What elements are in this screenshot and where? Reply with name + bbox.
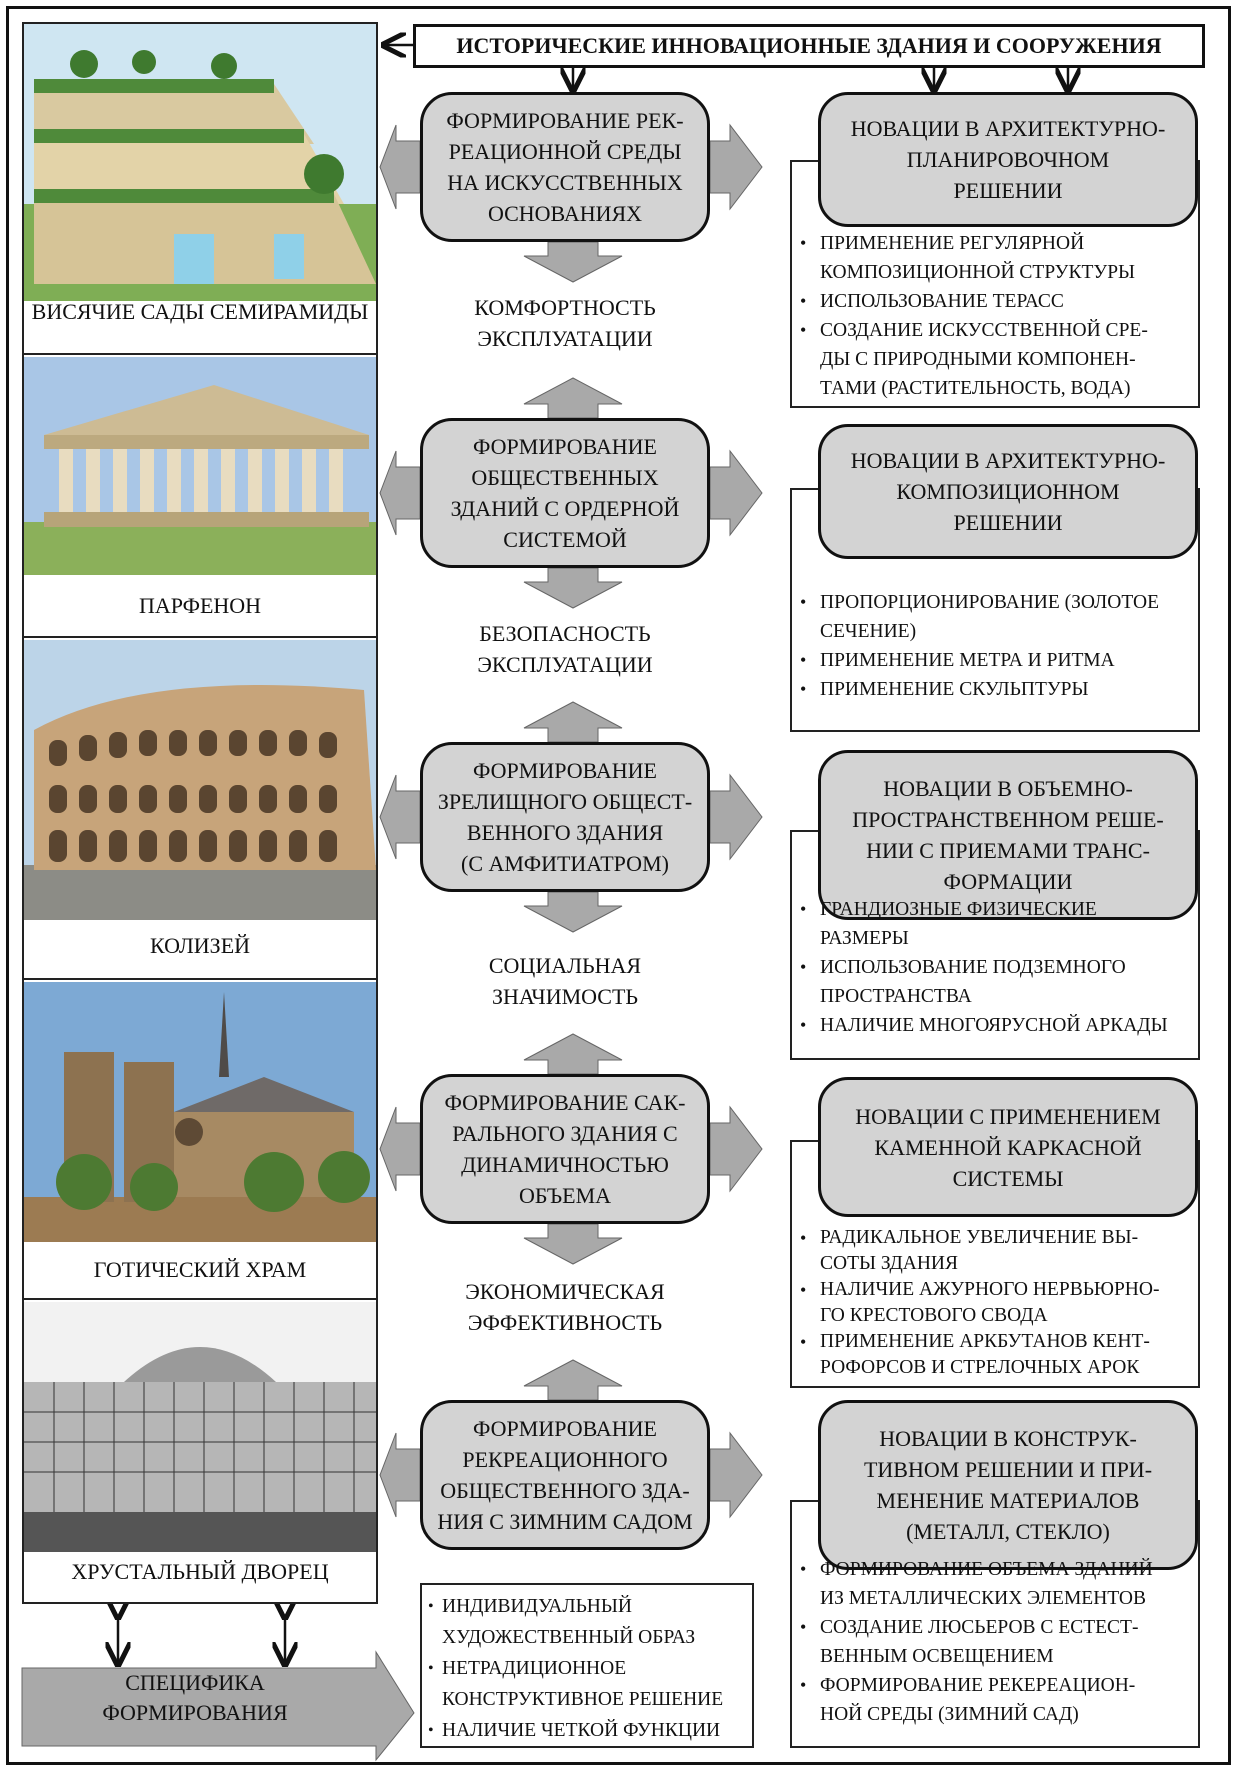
specifics-list: ИНДИВИДУАЛЬНЫЙ ХУДОЖЕСТВЕННЫЙ ОБРАЗ НЕТР… bbox=[428, 1591, 754, 1746]
side-arrow-left bbox=[379, 1432, 421, 1518]
divider-1 bbox=[22, 353, 378, 355]
side-arrow-right bbox=[709, 773, 763, 861]
innovation-item: РАДИКАЛЬНОЕ УВЕЛИЧЕНИЕ ВЫ- СОТЫ ЗДАНИЯ bbox=[798, 1225, 1198, 1277]
gothic-cathedral-image bbox=[24, 982, 376, 1242]
caption-hanging-gardens: ВИСЯЧИЕ САДЫ СЕМИРАМИДЫ bbox=[31, 299, 369, 324]
innovation-item: ПРИМЕНЕНИЕ МЕТРА И РИТМА bbox=[798, 646, 1198, 675]
specifics-item: ИНДИВИДУАЛЬНЫЙ ХУДОЖЕСТВЕННЫЙ ОБРАЗ bbox=[428, 1591, 754, 1653]
side-arrow-left bbox=[379, 1106, 421, 1192]
down-block-arrow bbox=[523, 891, 623, 933]
specifics-label: СПЕЦИФИКА ФОРМИРОВАНИЯ bbox=[102, 1670, 288, 1725]
crystal-palace-image bbox=[24, 1302, 376, 1552]
innovation-item: СОЗДАНИЕ ИСКУССТВЕННОЙ СРЕ- ДЫ С ПРИРОДН… bbox=[798, 316, 1198, 403]
benefit-label-1: КОМФОРТНОСТЬ ЭКСПЛУАТАЦИИ bbox=[474, 295, 656, 351]
benefit-label-3: СОЦИАЛЬНАЯ ЗНАЧИМОСТЬ bbox=[488, 953, 642, 1009]
innovation-item: НАЛИЧИЕ МНОГОЯРУСНОЙ АРКАДЫ bbox=[798, 1011, 1198, 1040]
side-arrow-left bbox=[379, 450, 421, 536]
innovation-list-5: ФОРМИРОВАНИЕ ОБЪЕМА ЗДАНИЙ ИЗ МЕТАЛЛИЧЕС… bbox=[798, 1555, 1198, 1729]
divider-4 bbox=[22, 1298, 378, 1300]
side-arrow-right bbox=[709, 123, 763, 211]
caption-parthenon: ПАРФЕНОН bbox=[138, 593, 262, 618]
diagram-title: ИСТОРИЧЕСКИЕ ИННОВАЦИОННЫЕ ЗДАНИЯ И СООР… bbox=[413, 24, 1205, 68]
formation-pill-3: ФОРМИРОВАНИЕ ЗРЕЛИЩНОГО ОБЩЕСТ- ВЕННОГО … bbox=[420, 742, 710, 892]
innovation-item: ПРИМЕНЕНИЕ СКУЛЬПТУРЫ bbox=[798, 675, 1198, 704]
parthenon-image bbox=[24, 357, 376, 575]
up-block-arrow bbox=[523, 701, 623, 743]
innovation-item: ИСПОЛЬЗОВАНИЕ ПОДЗЕМНОГО ПРОСТРАНСТВА bbox=[798, 953, 1198, 1011]
hanging-gardens-image bbox=[24, 24, 376, 301]
innovation-title-5: НОВАЦИИ В КОНСТРУК- ТИВНОМ РЕШЕНИИ И ПРИ… bbox=[818, 1400, 1198, 1570]
innovation-title-2: НОВАЦИИ В АРХИТЕКТУРНО- КОМПОЗИЦИОННОМ Р… bbox=[818, 424, 1198, 559]
innovation-title-4: НОВАЦИИ С ПРИМЕНЕНИЕМ КАМЕННОЙ КАРКАСНОЙ… bbox=[818, 1077, 1198, 1217]
side-arrow-right bbox=[709, 1105, 763, 1193]
innovation-list-1: ПРИМЕНЕНИЕ РЕГУЛЯРНОЙ КОМПОЗИЦИОННОЙ СТР… bbox=[798, 229, 1198, 403]
caption-crystal-palace: ХРУСТАЛЬНЫЙ ДВОРЕЦ bbox=[71, 1559, 329, 1584]
innovation-item: ПРИМЕНЕНИЕ РЕГУЛЯРНОЙ КОМПОЗИЦИОННОЙ СТР… bbox=[798, 229, 1198, 287]
diagram-frame bbox=[6, 6, 1231, 1765]
specifics-item: НАЛИЧИЕ ЧЕТКОЙ ФУНКЦИИ bbox=[428, 1715, 754, 1746]
formation-pill-1: ФОРМИРОВАНИЕ РЕК- РЕАЦИОННОЙ СРЕДЫ НА ИС… bbox=[420, 92, 710, 242]
innovation-list-4: РАДИКАЛЬНОЕ УВЕЛИЧЕНИЕ ВЫ- СОТЫ ЗДАНИЯ Н… bbox=[798, 1225, 1198, 1381]
specifics-arrow bbox=[21, 1650, 415, 1762]
innovation-item: ФОРМИРОВАНИЕ РЕКЕРЕАЦИОН- НОЙ СРЕДЫ (ЗИМ… bbox=[798, 1671, 1198, 1729]
benefit-label-4: ЭКОНОМИЧЕСКАЯ ЭФФЕКТИВНОСТЬ bbox=[465, 1279, 665, 1335]
innovation-item: ГРАНДИОЗНЫЕ ФИЗИЧЕСКИЕ РАЗМЕРЫ bbox=[798, 895, 1198, 953]
colosseum-image bbox=[24, 640, 376, 920]
innovation-item: ПРОПОРЦИОНИРОВАНИЕ (ЗОЛОТОЕ СЕЧЕНИЕ) bbox=[798, 588, 1198, 646]
down-block-arrow bbox=[523, 1223, 623, 1265]
up-block-arrow bbox=[523, 377, 623, 419]
innovation-item: ФОРМИРОВАНИЕ ОБЪЕМА ЗДАНИЙ ИЗ МЕТАЛЛИЧЕС… bbox=[798, 1555, 1198, 1613]
side-arrow-left bbox=[379, 774, 421, 860]
up-block-arrow bbox=[523, 1359, 623, 1401]
divider-3 bbox=[22, 978, 378, 980]
innovation-list-2: ПРОПОРЦИОНИРОВАНИЕ (ЗОЛОТОЕ СЕЧЕНИЕ) ПРИ… bbox=[798, 588, 1198, 704]
benefit-label-2: БЕЗОПАСНОСТЬ ЭКСПЛУАТАЦИИ bbox=[477, 621, 653, 677]
innovation-item: ИСПОЛЬЗОВАНИЕ ТЕРАСС bbox=[798, 287, 1198, 316]
formation-pill-4: ФОРМИРОВАНИЕ САК- РАЛЬНОГО ЗДАНИЯ С ДИНА… bbox=[420, 1074, 710, 1224]
divider-2 bbox=[22, 636, 378, 638]
specifics-item: НЕТРАДИЦИОННОЕ КОНСТРУКТИВНОЕ РЕШЕНИЕ bbox=[428, 1653, 754, 1715]
formation-pill-5: ФОРМИРОВАНИЕ РЕКРЕАЦИОННОГО ОБЩЕСТВЕННОГ… bbox=[420, 1400, 710, 1550]
side-arrow-left bbox=[379, 124, 421, 210]
specifics-list-box: ИНДИВИДУАЛЬНЫЙ ХУДОЖЕСТВЕННЫЙ ОБРАЗ НЕТР… bbox=[420, 1583, 754, 1748]
side-arrow-right bbox=[709, 449, 763, 537]
innovation-list-3: ГРАНДИОЗНЫЕ ФИЗИЧЕСКИЕ РАЗМЕРЫ ИСПОЛЬЗОВ… bbox=[798, 895, 1198, 1040]
innovation-item: НАЛИЧИЕ АЖУРНОГО НЕРВЬЮРНО- ГО КРЕСТОВОГ… bbox=[798, 1277, 1198, 1329]
caption-gothic-cathedral: ГОТИЧЕСКИЙ ХРАМ bbox=[93, 1257, 307, 1282]
innovation-title-1: НОВАЦИИ В АРХИТЕКТУРНО- ПЛАНИРОВОЧНОМ РЕ… bbox=[818, 92, 1198, 227]
formation-pill-2: ФОРМИРОВАНИЕ ОБЩЕСТВЕННЫХ ЗДАНИЙ С ОРДЕР… bbox=[420, 418, 710, 568]
down-block-arrow bbox=[523, 567, 623, 609]
innovation-title-3: НОВАЦИИ В ОБЪЕМНО- ПРОСТРАНСТВЕННОМ РЕШЕ… bbox=[818, 750, 1198, 920]
innovation-item: СОЗДАНИЕ ЛЮСЬЕРОВ С ЕСТЕСТ- ВЕННЫМ ОСВЕЩ… bbox=[798, 1613, 1198, 1671]
caption-colosseum: КОЛИЗЕЙ bbox=[149, 933, 251, 958]
down-block-arrow bbox=[523, 241, 623, 283]
up-block-arrow bbox=[523, 1033, 623, 1075]
side-arrow-right bbox=[709, 1431, 763, 1519]
innovation-item: ПРИМЕНЕНИЕ АРКБУТАНОВ КЕНТ- РОФОРСОВ И С… bbox=[798, 1329, 1198, 1381]
